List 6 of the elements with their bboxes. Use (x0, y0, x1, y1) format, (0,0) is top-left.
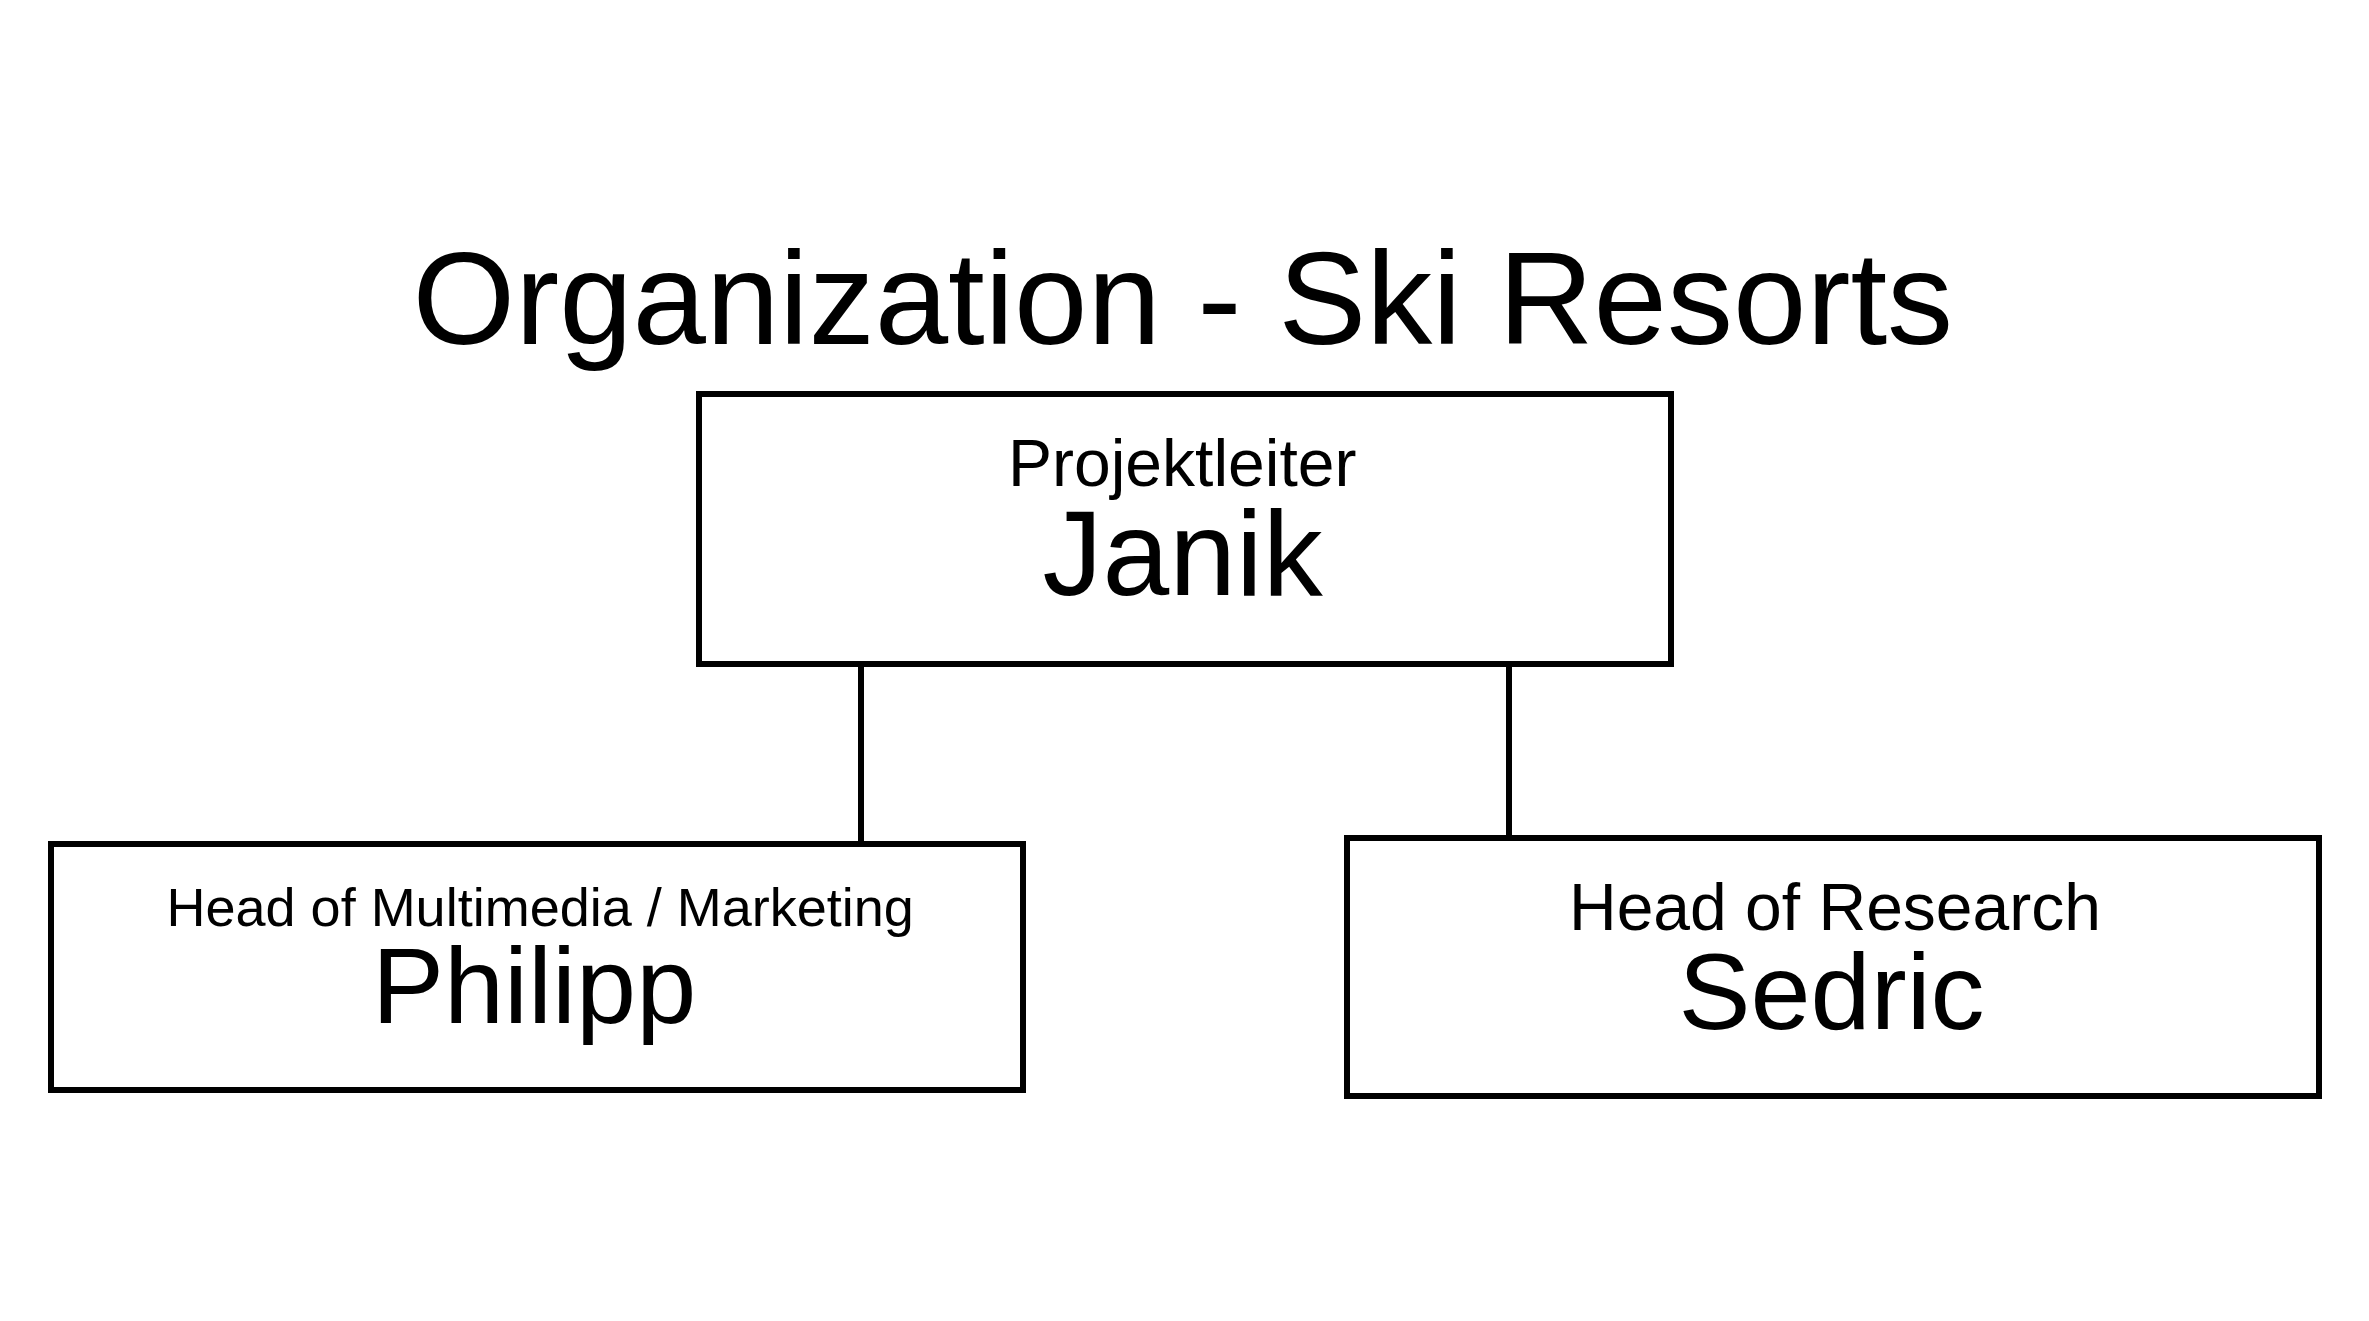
connector (1505, 664, 1512, 837)
node-box: Head of Multimedia / Marketing Philipp (47, 840, 1026, 1093)
connector (857, 664, 864, 843)
node-box: Head of Research Sedric (1343, 834, 2322, 1099)
node-box: Projektleiter Janik (695, 390, 1674, 667)
diagram-title: Organization - Ski Resorts (412, 224, 1953, 372)
